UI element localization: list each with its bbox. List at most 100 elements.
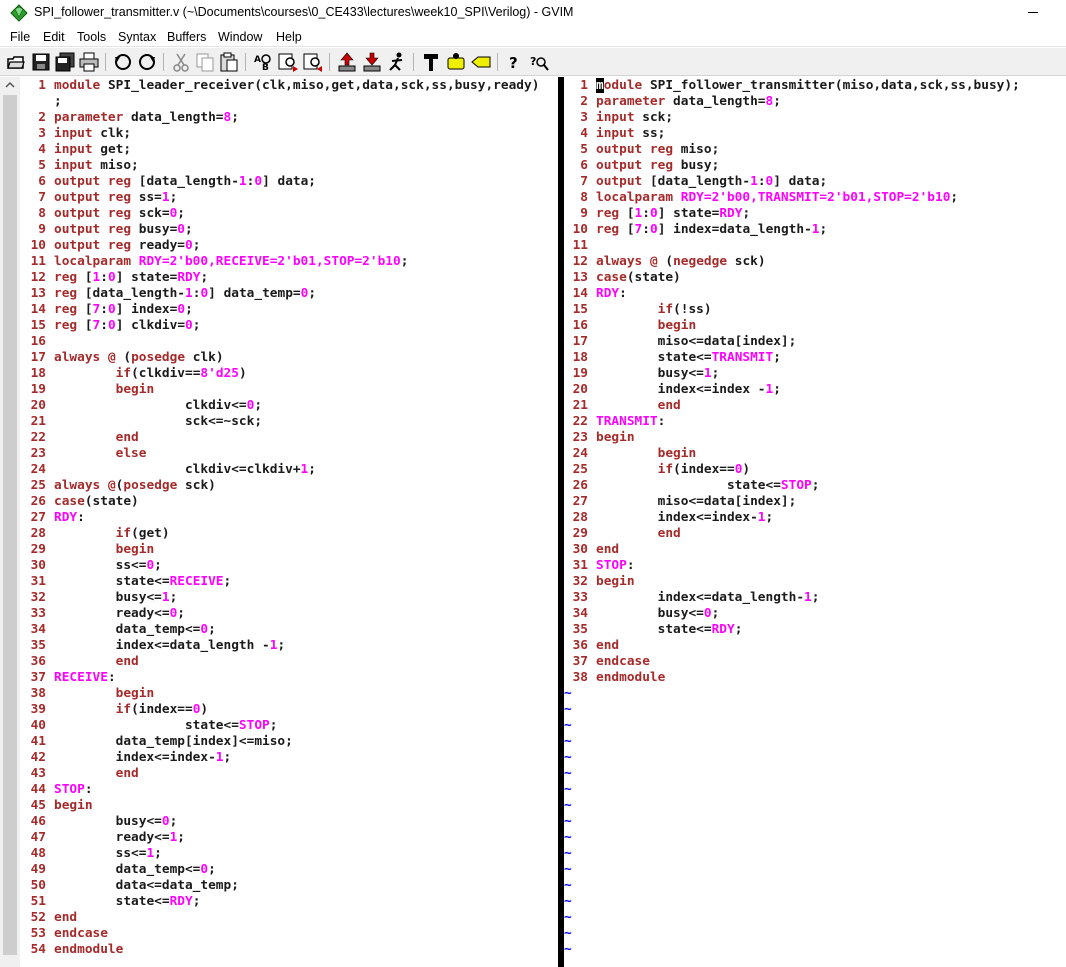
code-line[interactable]: 48 ss<=1; bbox=[24, 846, 162, 862]
menu-help[interactable]: Help bbox=[276, 30, 302, 44]
code-line[interactable]: 47 ready<=1; bbox=[24, 830, 185, 846]
code-line[interactable]: 29 begin bbox=[24, 542, 155, 558]
code-line[interactable]: 30 ss<=0; bbox=[24, 558, 162, 574]
code-line[interactable]: 50 data<=data_temp; bbox=[24, 878, 239, 894]
code-line[interactable]: 32 busy<=1; bbox=[24, 590, 178, 606]
code-line[interactable]: 49 data_temp<=0; bbox=[24, 862, 216, 878]
save-all-icon[interactable] bbox=[54, 51, 76, 73]
save-session-icon[interactable] bbox=[361, 51, 383, 73]
code-line[interactable]: 18 state<=TRANSMIT; bbox=[564, 350, 781, 366]
save-icon[interactable] bbox=[30, 51, 52, 73]
code-line[interactable]: 22 end bbox=[24, 430, 139, 446]
code-line[interactable]: 19 begin bbox=[24, 382, 155, 398]
code-line[interactable]: 25 if(index==0) bbox=[564, 462, 751, 478]
load-session-icon[interactable] bbox=[336, 51, 358, 73]
code-line[interactable]: 28 if(get) bbox=[24, 526, 170, 542]
code-line[interactable]: 21 end bbox=[564, 398, 681, 414]
code-line[interactable]: 20 index<=index -1; bbox=[564, 382, 781, 398]
redo-icon[interactable] bbox=[136, 51, 158, 73]
jump-tag-icon[interactable] bbox=[470, 51, 492, 73]
help-icon[interactable]: ? bbox=[503, 51, 525, 73]
code-line[interactable]: 36 end bbox=[24, 654, 139, 670]
code-line[interactable]: 26 state<=STOP; bbox=[564, 478, 820, 494]
code-line[interactable]: 16 begin bbox=[564, 318, 697, 334]
code-line[interactable]: 18 if(clkdiv==8'd25) bbox=[24, 366, 247, 382]
code-line[interactable]: 33 index<=data_length-1; bbox=[564, 590, 820, 606]
code-line[interactable]: 21 sck<=~sck; bbox=[24, 414, 262, 430]
vertical-split-separator[interactable] bbox=[558, 77, 564, 967]
code-line[interactable]: 51 state<=RDY; bbox=[24, 894, 201, 910]
paste-icon[interactable] bbox=[218, 51, 240, 73]
cut-icon[interactable] bbox=[170, 51, 192, 73]
code-line[interactable]: 42 index<=index-1; bbox=[24, 750, 232, 766]
code-line[interactable]: 17 miso<=data[index]; bbox=[564, 334, 797, 350]
menu-edit[interactable]: Edit bbox=[43, 30, 65, 44]
code-line[interactable]: 23 else bbox=[24, 446, 147, 462]
copy-icon[interactable] bbox=[194, 51, 216, 73]
code-line[interactable]: 19 busy<=1; bbox=[564, 366, 720, 382]
code-line[interactable]: 46 busy<=0; bbox=[24, 814, 178, 830]
vertical-scrollbar[interactable] bbox=[0, 77, 20, 967]
code-line[interactable]: 29 end bbox=[564, 526, 681, 542]
code-line[interactable]: 11 bbox=[564, 238, 596, 254]
undo-icon[interactable] bbox=[112, 51, 134, 73]
menu-buffers[interactable]: Buffers bbox=[167, 30, 207, 44]
code-line[interactable]: 24 begin bbox=[564, 446, 697, 462]
code-line[interactable]: 41 data_temp[index]<=miso; bbox=[24, 734, 293, 750]
code-line[interactable]: 27 miso<=data[index]; bbox=[564, 494, 797, 510]
build-tags-icon[interactable] bbox=[445, 51, 467, 73]
code-line[interactable]: 34 busy<=0; bbox=[564, 606, 720, 622]
code-line[interactable]: ; bbox=[24, 94, 69, 110]
code-line[interactable]: 40 state<=STOP; bbox=[24, 718, 278, 734]
code-line[interactable]: 35 index<=data_length -1; bbox=[24, 638, 286, 654]
gvim-app-icon[interactable] bbox=[10, 4, 28, 22]
code-line[interactable]: 24 clkdiv<=clkdiv+1; bbox=[24, 462, 316, 478]
run-script-icon[interactable] bbox=[386, 51, 408, 73]
code-line[interactable]: 28 index<=index-1; bbox=[564, 510, 774, 526]
code-line[interactable]: 15 if(!ss) bbox=[564, 302, 712, 318]
scrollbar-thumb[interactable] bbox=[3, 95, 17, 955]
code-line[interactable]: 35 state<=RDY; bbox=[564, 622, 743, 638]
scroll-up-arrow-icon[interactable] bbox=[5, 80, 15, 90]
code-line[interactable]: 33 ready<=0; bbox=[24, 606, 185, 622]
